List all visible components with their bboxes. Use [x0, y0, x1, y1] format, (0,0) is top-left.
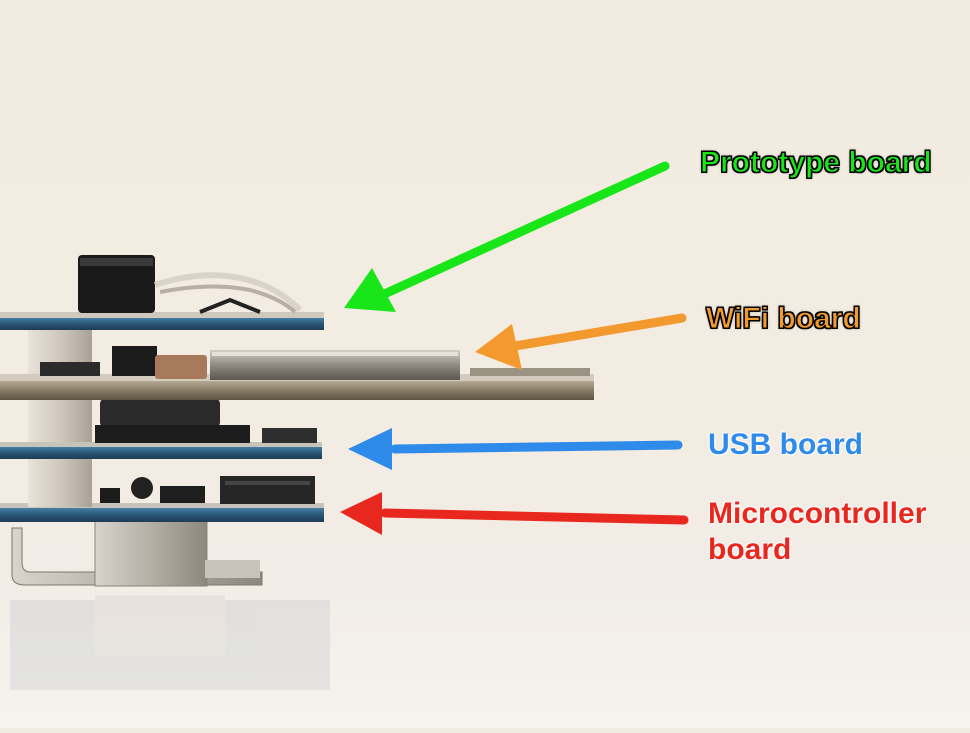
prototype-pcb — [0, 255, 324, 330]
reflection — [10, 595, 330, 690]
usb-board-label: USB board — [708, 428, 864, 461]
prototype-board-label: Prototype board — [700, 146, 933, 180]
arrow-prototype-icon — [344, 161, 670, 312]
header-pins — [28, 330, 92, 507]
arrow-usb-icon — [348, 428, 683, 470]
microcontroller-label-line2: board — [708, 533, 792, 566]
wifi-pcb — [0, 346, 594, 400]
microcontroller-pcb — [0, 476, 324, 522]
arrow-wifi-icon — [475, 313, 687, 370]
microcontroller-label-line1: Microcontroller — [708, 497, 927, 530]
metal-bracket — [11, 519, 263, 587]
usb-pcb — [0, 398, 322, 459]
arrow-microcontroller-icon — [340, 492, 689, 535]
wifi-board-label: WiFi board — [706, 302, 862, 336]
